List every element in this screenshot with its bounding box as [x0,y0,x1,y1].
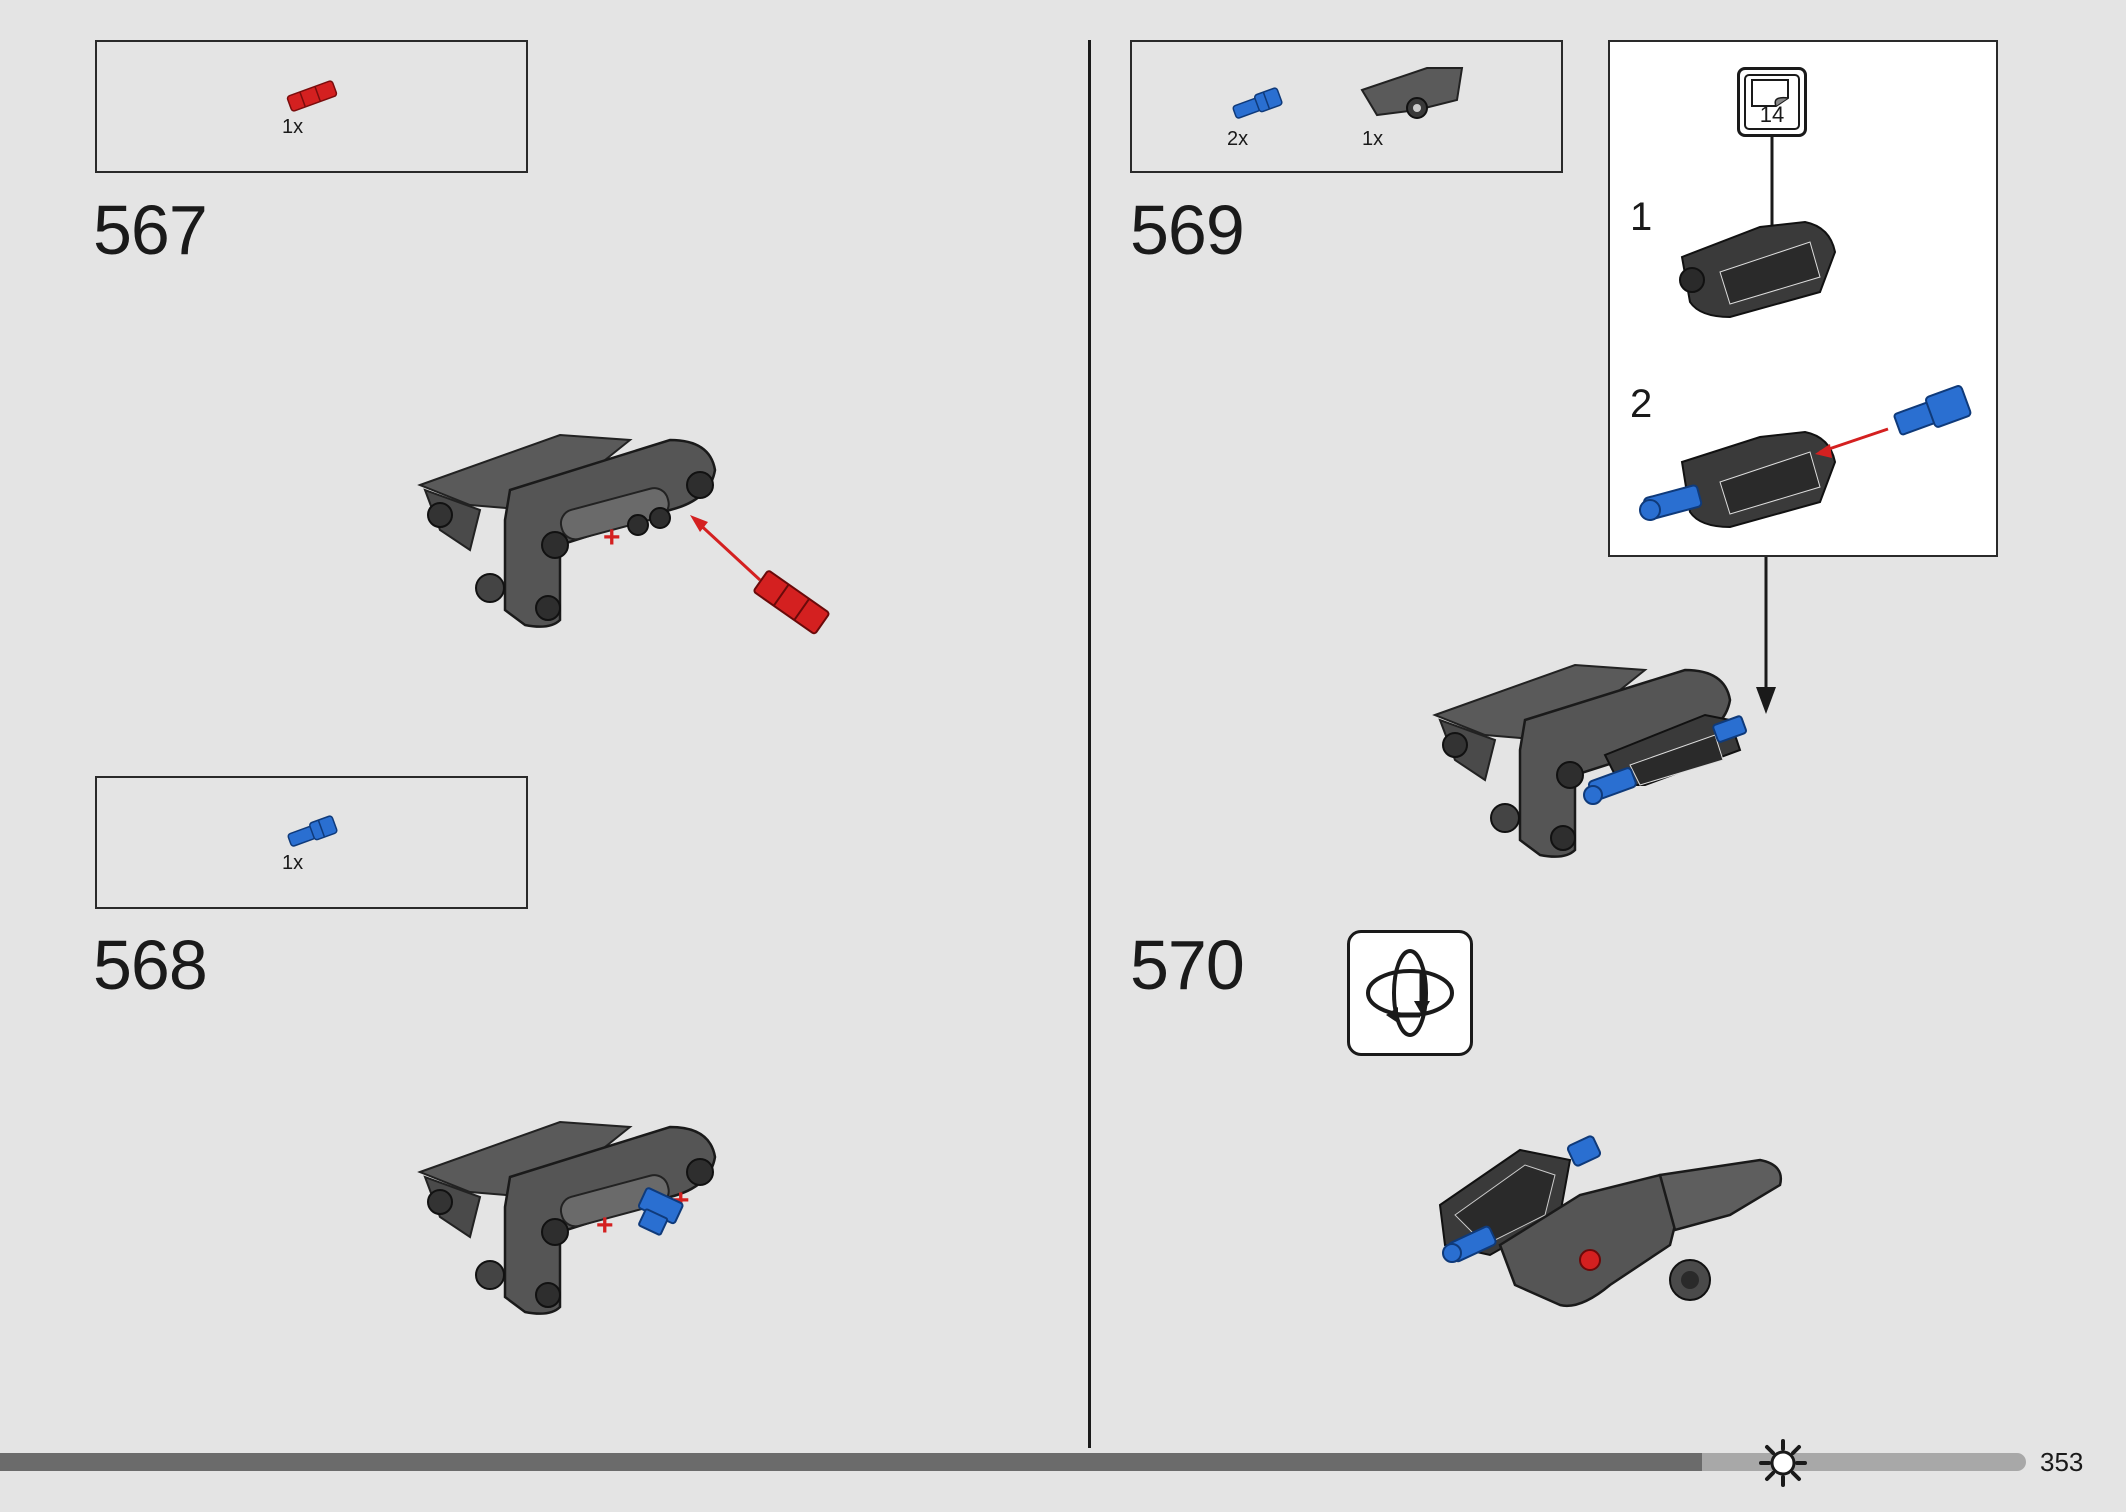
page-divider [1088,40,1091,1448]
sticker-icon [1751,79,1789,107]
rotate-icon [1366,949,1454,1037]
sub-assembly-callout: 14 1 2 [1608,40,1998,557]
assembly-illustration-568: + + [417,1120,717,1315]
part-quantity: 1x [282,852,304,874]
sticker-reference-badge: 14 [1737,67,1807,137]
step-number-569: 569 [1130,191,1245,269]
part-quantity: 1x [1362,128,1384,150]
callout-connector-arrow [1756,557,1776,714]
rotate-model-indicator [1347,930,1473,1056]
step-number-568: 568 [93,926,208,1004]
axle-pin-red-icon [286,80,338,112]
panel-piece-icon [1360,67,1464,119]
progress-marker-icon [1759,1439,1807,1487]
progress-fill [0,1453,1702,1471]
axle-pin-blue-icon [287,815,338,847]
callout-illustration [1639,137,1972,529]
axle-pin-blue-icon [1232,87,1283,119]
assembly-illustration-569 [1432,663,1747,858]
assembly-illustration-570 [1438,1135,1783,1308]
part-quantity: 2x [1227,128,1249,150]
part-quantity: 1x [282,116,304,138]
substep-number-1: 1 [1630,195,1653,239]
step-number-570: 570 [1130,926,1245,1004]
substep-number-2: 2 [1630,382,1653,426]
assembly-illustration-567: + [417,433,830,635]
parts-box-569: 2x 1x [1130,40,1563,173]
sticker-reference-number: 14 [1759,102,1785,127]
step-number-567: 567 [93,191,208,269]
parts-box-568: 1x [95,776,528,909]
page-number: 353 [2040,1447,2084,1477]
parts-box-567: 1x [95,40,528,173]
svg-text:+: + [603,521,621,554]
svg-text:+: + [596,1209,614,1242]
